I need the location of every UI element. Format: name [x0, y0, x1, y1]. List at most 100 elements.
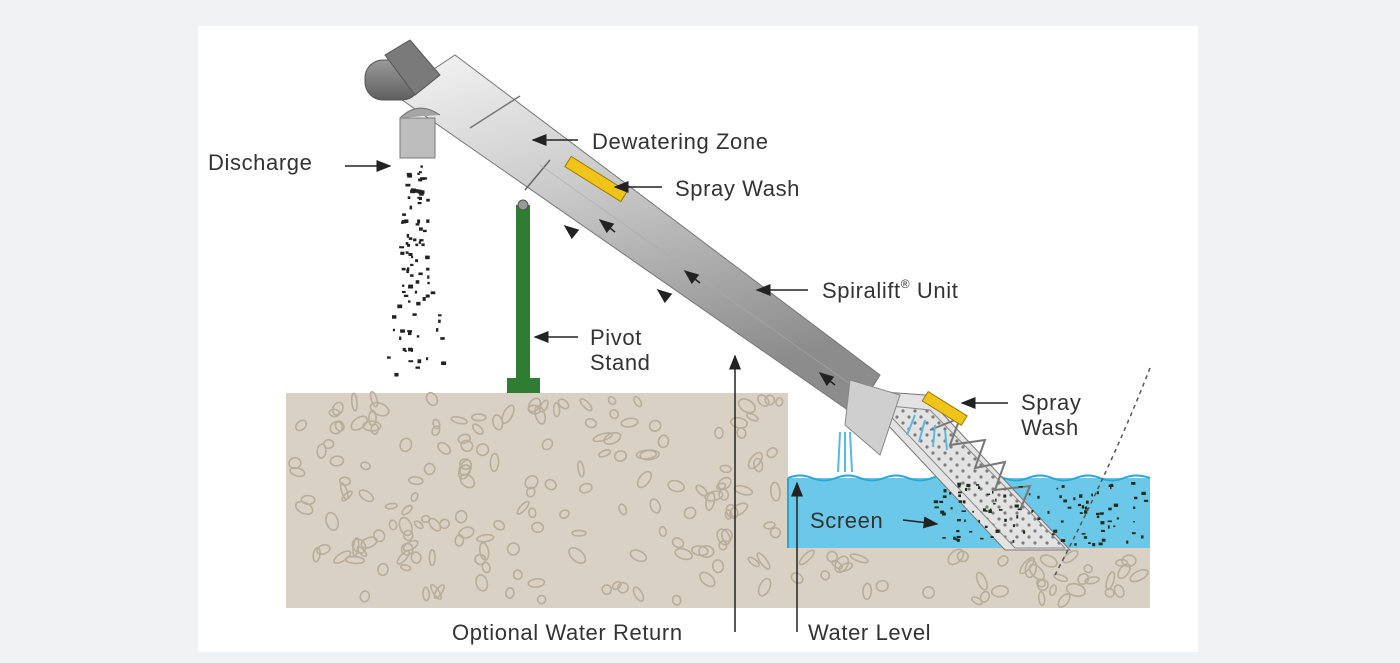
particle	[1116, 517, 1119, 520]
stone	[524, 475, 539, 490]
label-discharge: Discharge	[208, 150, 312, 175]
stone	[613, 450, 628, 462]
stone	[557, 398, 570, 410]
stone	[1129, 568, 1149, 583]
stone	[756, 552, 771, 570]
particle	[408, 331, 412, 336]
stone	[766, 447, 778, 459]
stone	[505, 587, 515, 599]
stone	[331, 401, 344, 416]
particle	[1141, 491, 1146, 495]
particle	[409, 205, 413, 210]
particle	[1134, 496, 1138, 500]
stone	[571, 529, 587, 537]
stone	[632, 586, 645, 602]
stone	[428, 548, 436, 567]
stone	[360, 536, 378, 549]
particle	[418, 272, 423, 276]
particle	[427, 281, 430, 285]
particle	[425, 255, 430, 260]
particle	[1100, 521, 1105, 525]
stone	[400, 563, 412, 572]
labels: Discharge Dewatering Zone Spray Wash Spi…	[208, 129, 1081, 645]
particle	[426, 219, 430, 223]
particle	[1101, 538, 1106, 542]
flow-arrows	[563, 219, 836, 387]
stone	[430, 583, 442, 600]
stone	[295, 419, 308, 432]
stone	[1053, 573, 1069, 583]
particle	[400, 251, 405, 255]
particle	[1107, 525, 1110, 529]
stone	[471, 423, 484, 435]
particle	[417, 189, 422, 194]
particle	[401, 267, 406, 271]
pivot-stand	[507, 199, 540, 393]
stone	[527, 578, 546, 588]
particle	[1083, 536, 1088, 539]
stone	[753, 457, 764, 473]
particle	[1018, 486, 1023, 488]
stone	[671, 594, 682, 606]
particle	[1126, 540, 1129, 544]
stone	[609, 409, 620, 420]
stone	[506, 542, 521, 556]
stone	[798, 549, 815, 566]
stone	[704, 490, 724, 502]
stone	[629, 549, 648, 563]
stone	[970, 596, 984, 606]
particle	[419, 239, 424, 242]
stone	[745, 412, 759, 422]
particle	[943, 489, 947, 493]
particle	[405, 183, 411, 187]
particle	[415, 280, 420, 284]
label-pivot-stand-2: Stand	[590, 350, 651, 375]
stone	[592, 432, 613, 443]
stone	[979, 590, 991, 603]
stone	[834, 555, 850, 574]
particle	[415, 259, 418, 263]
particle	[418, 178, 423, 182]
particle	[419, 192, 424, 196]
particle	[407, 330, 412, 333]
stone	[454, 509, 468, 524]
stone	[359, 590, 371, 603]
particle	[401, 221, 404, 224]
particle	[397, 304, 403, 309]
stone	[1077, 572, 1090, 586]
stone	[516, 500, 530, 515]
stone	[423, 462, 436, 476]
stone	[720, 528, 733, 543]
stone	[838, 562, 854, 573]
particle	[420, 177, 425, 180]
spiralift-unit	[364, 39, 1072, 551]
particle	[426, 198, 430, 202]
stone	[724, 509, 733, 520]
particle	[1086, 500, 1089, 504]
flow-arrow-icon	[683, 270, 701, 285]
particle	[414, 290, 418, 294]
particle	[1084, 507, 1088, 510]
particle	[417, 196, 422, 199]
particle	[402, 290, 406, 294]
particle	[408, 347, 413, 352]
particle	[407, 174, 413, 178]
water-particles	[933, 482, 1149, 547]
stone	[294, 500, 314, 516]
stone	[648, 419, 662, 432]
stone	[407, 476, 424, 486]
particle	[415, 243, 419, 247]
particle	[986, 493, 991, 496]
particle	[1131, 482, 1136, 485]
stone	[1057, 593, 1071, 608]
stone	[398, 516, 413, 537]
particle	[1113, 525, 1116, 528]
particle	[953, 536, 956, 540]
stone	[402, 539, 419, 552]
particle	[1063, 499, 1068, 503]
stone	[698, 544, 715, 559]
particle	[1060, 520, 1064, 523]
particle	[441, 361, 446, 364]
stone	[316, 443, 327, 459]
particle	[956, 519, 961, 522]
